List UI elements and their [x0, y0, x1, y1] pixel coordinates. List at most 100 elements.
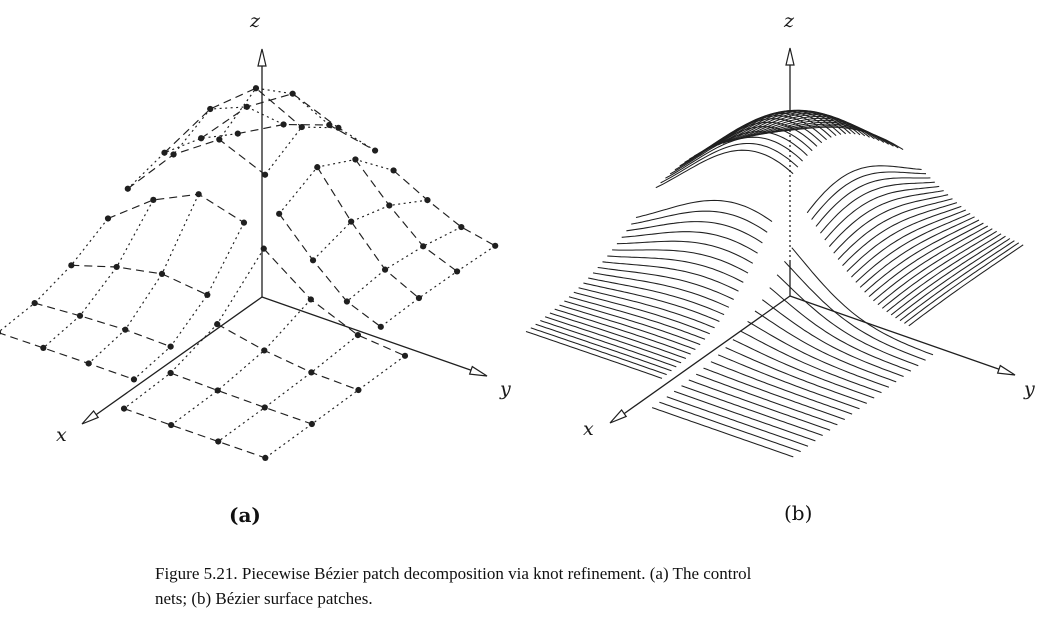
net-line-u	[123, 248, 265, 410]
control-point	[214, 387, 221, 394]
control-point	[420, 243, 427, 250]
surface-isoline	[631, 210, 768, 233]
panel-a-control-nets	[0, 85, 499, 461]
control-point	[158, 270, 166, 278]
control-point	[31, 299, 38, 307]
z-axis-arrowhead	[257, 48, 267, 67]
control-point	[234, 130, 241, 137]
surface-isoline	[612, 249, 749, 274]
control-point	[113, 263, 120, 271]
surface-isoline	[868, 222, 984, 298]
surface-isoline	[559, 304, 696, 350]
z-axis-arrowhead	[785, 47, 795, 66]
net-line-u	[264, 126, 376, 176]
surface-isoline	[881, 230, 997, 309]
control-point	[458, 223, 465, 231]
surface-isoline	[564, 300, 701, 346]
panel-b-x-axis-label: x	[583, 418, 594, 440]
surface-isoline	[549, 312, 687, 359]
figure-caption-line-1: Figure 5.21. Piecewise Bézier patch deco…	[155, 564, 752, 583]
surface-isoline	[712, 109, 851, 148]
surface-isoline	[688, 379, 831, 431]
net-line-v	[107, 193, 245, 224]
surface-isoline	[842, 202, 958, 266]
surface-isoline	[820, 181, 935, 234]
control-net-front	[120, 245, 409, 461]
control-point	[289, 90, 296, 97]
net-line-v	[123, 408, 266, 459]
control-point	[262, 454, 269, 461]
control-point	[150, 196, 157, 203]
net-line-u	[88, 193, 200, 364]
net-line-v	[237, 123, 376, 152]
control-net-back	[124, 85, 379, 192]
surface-isoline	[530, 327, 667, 376]
control-point	[170, 151, 177, 158]
panel-b-z-axis-label: z	[784, 10, 795, 32]
control-point	[216, 136, 223, 143]
surface-isoline	[666, 396, 809, 447]
surface-patch-left	[525, 199, 773, 379]
surface-isoline	[747, 320, 890, 388]
surface-isoline	[761, 299, 904, 377]
control-point	[40, 344, 47, 351]
control-point	[335, 124, 342, 131]
surface-isoline	[616, 240, 754, 264]
control-point	[314, 164, 321, 171]
surface-isoline	[674, 126, 813, 171]
control-point	[276, 210, 283, 217]
surface-isoline	[776, 274, 919, 367]
control-point	[161, 149, 168, 156]
surface-isoline	[578, 287, 715, 329]
x-axis-line	[617, 295, 791, 419]
y-axis-line	[789, 295, 1008, 373]
surface-isoline	[635, 199, 773, 223]
net-line-u	[0, 218, 109, 332]
surface-isoline	[583, 282, 720, 322]
control-point	[76, 312, 84, 319]
surface-isoline	[679, 121, 818, 167]
control-point	[168, 421, 175, 429]
surface-isoline	[886, 233, 1002, 313]
y-axis-line	[261, 296, 480, 374]
surface-isoline	[851, 209, 966, 278]
x-axis-arrowhead	[81, 409, 100, 425]
control-point	[120, 405, 128, 412]
control-point	[280, 121, 287, 128]
x-axis-arrowhead	[609, 408, 628, 424]
x-axis-line	[89, 296, 263, 420]
panel-a-y-axis-label: y	[500, 378, 511, 400]
control-point	[0, 330, 2, 335]
control-point	[204, 291, 211, 299]
panel-a-axes	[81, 48, 488, 425]
surface-isoline	[769, 287, 912, 372]
control-point	[298, 123, 305, 131]
control-point	[130, 376, 138, 383]
control-point	[309, 257, 317, 264]
surface-isoline	[725, 347, 867, 404]
surface-isoline	[602, 261, 739, 292]
panel-a-tag: (a)	[229, 503, 261, 527]
control-net-left	[0, 191, 248, 383]
control-point	[386, 202, 393, 209]
control-point	[343, 298, 351, 305]
surface-isoline	[837, 198, 953, 260]
surface-patch-back	[655, 109, 904, 189]
control-point	[195, 191, 202, 198]
surface-isoline	[568, 296, 706, 340]
surface-isoline	[669, 131, 808, 175]
control-point	[167, 343, 174, 350]
control-point	[352, 156, 359, 163]
surface-isoline	[660, 142, 799, 184]
surface-isoline	[651, 407, 794, 458]
control-point	[68, 262, 75, 269]
figure-canvas	[0, 47, 1024, 461]
surface-isoline	[904, 242, 1020, 324]
control-point	[215, 438, 222, 445]
net-line-v	[278, 213, 382, 328]
panel-b-tag: (b)	[784, 501, 813, 525]
control-point	[355, 386, 362, 394]
control-point	[326, 121, 333, 129]
net-line-u	[218, 87, 330, 140]
surface-isoline	[855, 213, 971, 283]
